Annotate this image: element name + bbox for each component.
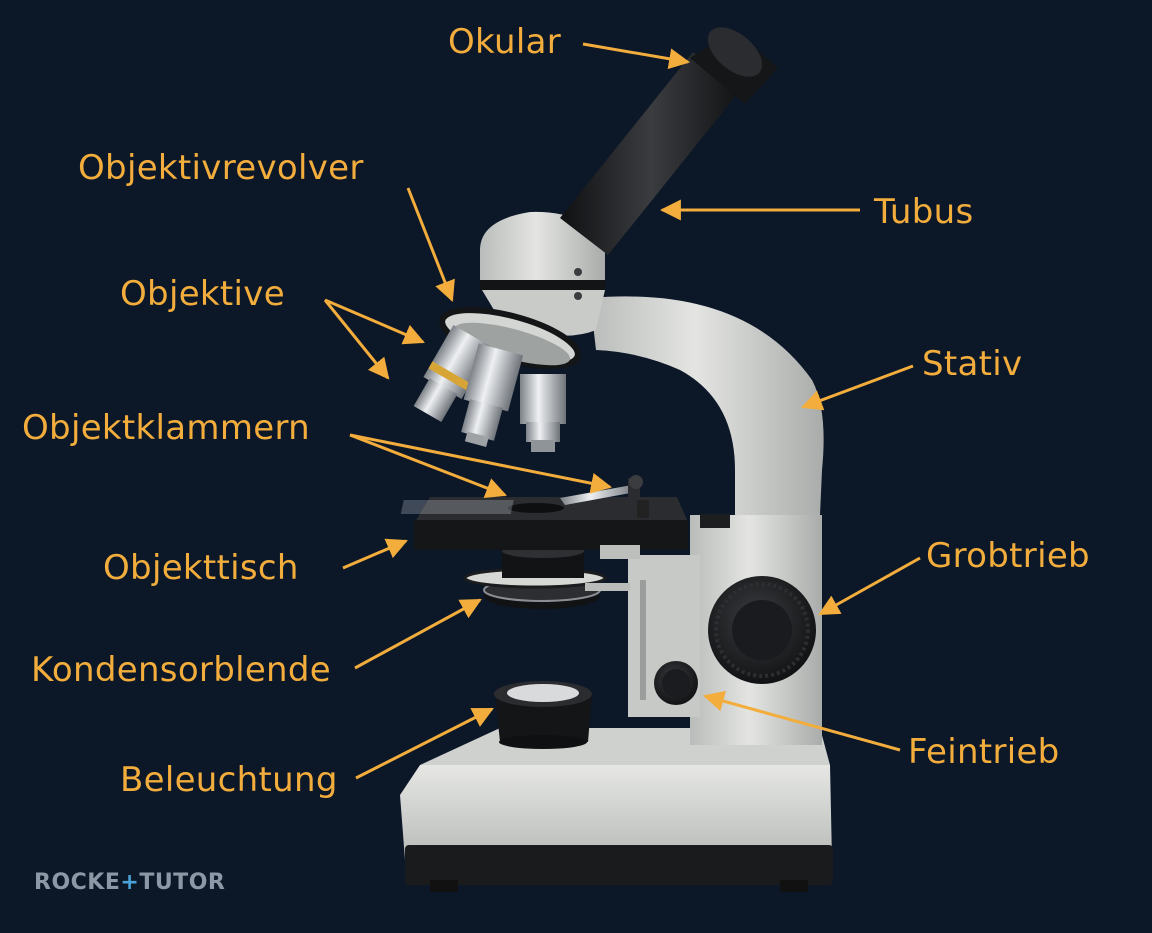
label-objekttisch: Objekttisch xyxy=(103,548,299,588)
logo-plus-mark: + xyxy=(120,870,140,895)
arrow-objektive-b xyxy=(323,299,390,380)
arrow-objektive-a xyxy=(324,298,425,345)
arrow-feintrieb xyxy=(702,690,901,752)
label-kondensorblende: Kondensorblende xyxy=(31,650,331,690)
arrow-objektklammern-a xyxy=(349,433,507,498)
label-objektive: Objektive xyxy=(120,274,285,314)
label-grobtrieb: Grobtrieb xyxy=(926,536,1090,576)
logo-right-text: TUTOR xyxy=(139,870,226,895)
annotation-arrows xyxy=(323,42,921,780)
logo-left-text: ROCKE xyxy=(34,870,121,895)
label-okular: Okular xyxy=(448,22,562,62)
arrow-objektklammern-b xyxy=(349,433,613,494)
label-stativ: Stativ xyxy=(922,344,1023,384)
arrow-objektivrevolver xyxy=(406,187,455,302)
label-beleuchtung: Beleuchtung xyxy=(120,760,338,800)
condenser-diaphragm xyxy=(463,544,630,609)
coarse-focus-knob xyxy=(708,576,816,684)
arrow-objekttisch xyxy=(342,538,408,570)
arrow-grobtrieb xyxy=(818,556,921,616)
label-objektivrevolver: Objektivrevolver xyxy=(78,148,364,188)
eyepiece xyxy=(690,27,778,104)
objective-lenses xyxy=(413,325,566,452)
fine-focus-knob xyxy=(654,661,698,705)
illumination-lamp xyxy=(494,681,592,749)
arrow-kondensorblende xyxy=(354,598,482,670)
tube xyxy=(560,52,742,255)
label-tubus: Tubus xyxy=(874,192,974,232)
arrow-stativ xyxy=(801,364,914,411)
label-feintrieb: Feintrieb xyxy=(908,732,1060,772)
arrow-beleuchtung xyxy=(355,707,494,780)
specimen-stage xyxy=(400,497,688,559)
stage-clips xyxy=(560,475,649,518)
brand-logo: ROCKE+TUTOR xyxy=(34,870,225,895)
microscope-base xyxy=(400,728,833,892)
arrow-okular xyxy=(582,42,691,70)
label-objektklammern: Objektklammern xyxy=(22,408,310,448)
